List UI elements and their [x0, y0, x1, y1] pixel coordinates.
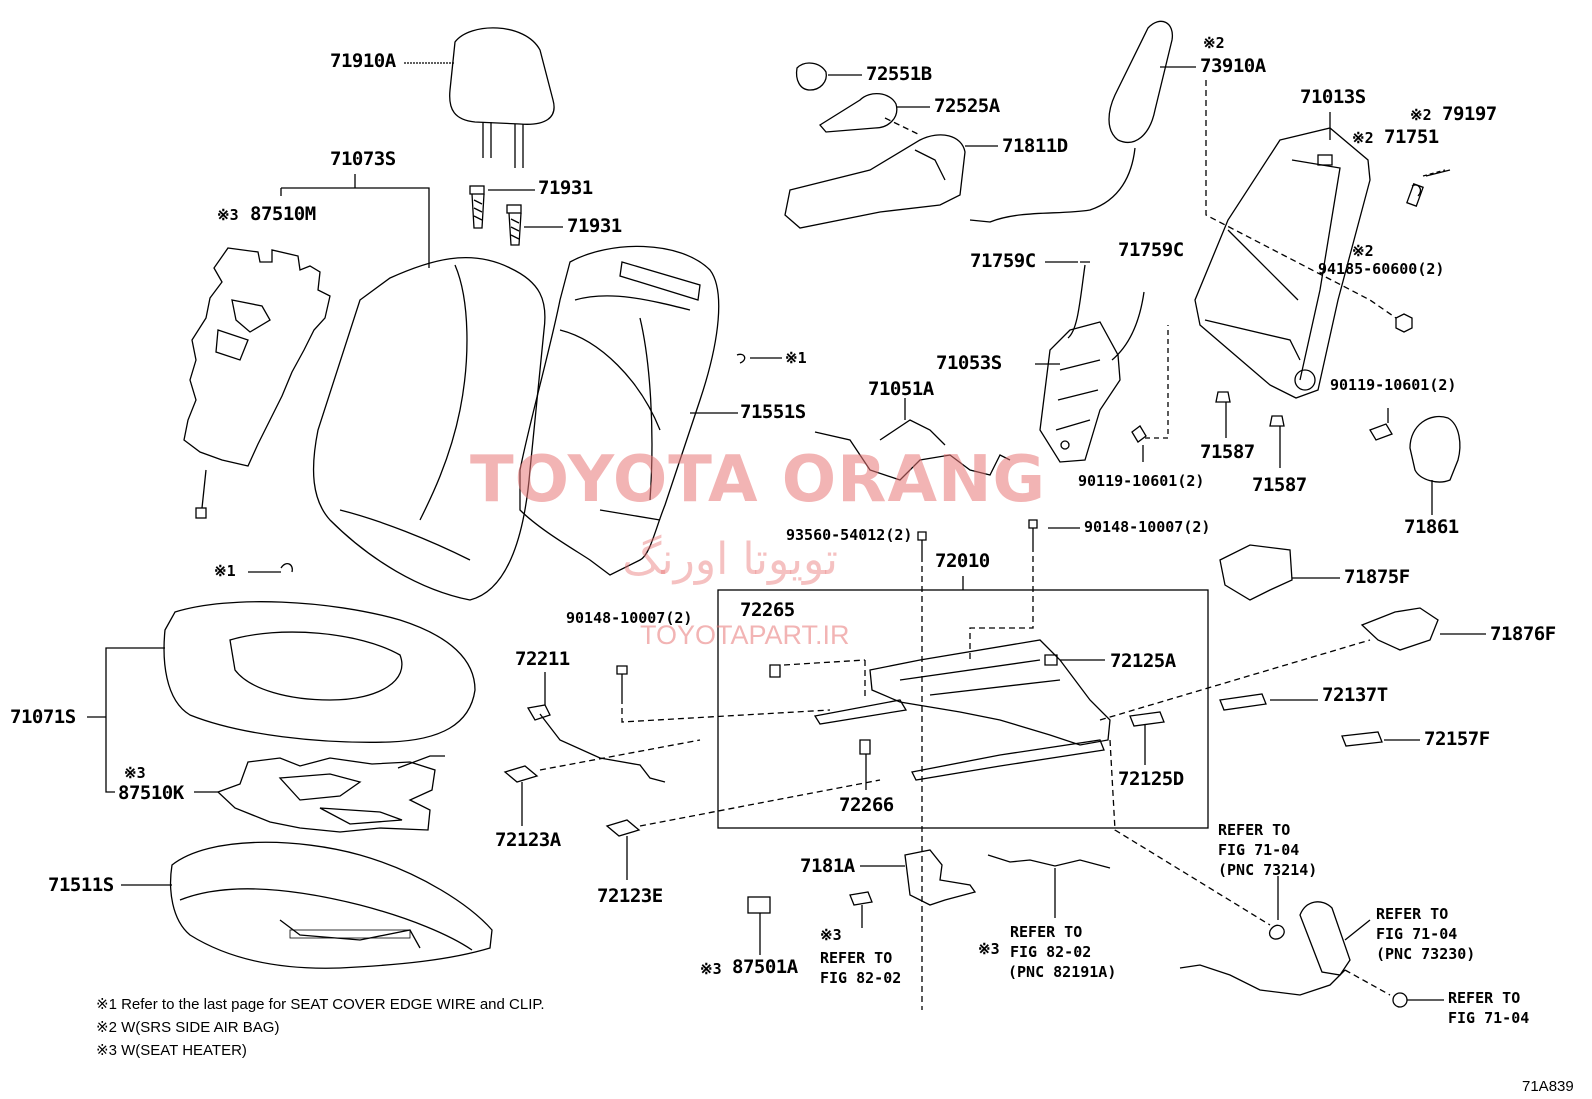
- cushion-heater-drawing: [216, 755, 445, 833]
- part-label-72211: 72211: [515, 648, 570, 670]
- part-label-71910A: 71910A: [330, 50, 396, 72]
- part-label-71073S: 71073S: [330, 148, 396, 170]
- part-label-90119-mid: 90119-10601(2): [1078, 472, 1205, 490]
- recliner-cover-drawing: [784, 62, 966, 229]
- footnote-2: ※2 W(SRS SIDE AIR BAG): [96, 1019, 280, 1036]
- part-label-87510K: 87510K: [118, 782, 184, 804]
- airbag-mark-79197: ※2: [1410, 106, 1432, 124]
- headrest-guide-drawing: [469, 185, 522, 246]
- watermark-persian: تویوتا اورنگ: [622, 534, 838, 585]
- watermark-logo: TOYOTA ORANG: [470, 443, 1047, 517]
- part-label-90119-right: 90119-10601(2): [1330, 376, 1457, 394]
- part-label-73910A: 73910A: [1200, 55, 1266, 77]
- heater-mark-87510K: ※3: [124, 764, 146, 782]
- part-label-72266: 72266: [839, 794, 894, 816]
- heater-mark-87501A: ※3: [700, 960, 722, 978]
- buckle-drawing: [1179, 901, 1351, 996]
- bolt-drawing: [616, 519, 1038, 698]
- footnote-1: ※1 Refer to the last page for SEAT COVER…: [96, 996, 545, 1013]
- part-label-72010: 72010: [935, 550, 990, 572]
- part-label-7181A: 7181A: [800, 855, 855, 877]
- heater-mark-87510M: ※3: [217, 206, 239, 224]
- part-label-93560: 93560-54012(2): [786, 526, 913, 544]
- seatback-frame-drawing: [1194, 127, 1371, 399]
- watermark-url: TOYOTAPART.IR: [640, 620, 850, 650]
- part-label-71051A: 71051A: [868, 378, 934, 400]
- headrest-drawing: [449, 27, 555, 168]
- part-label-71931-a: 71931: [538, 177, 593, 199]
- refer-mark-82191A: ※3: [978, 940, 1000, 958]
- cushion-cover-drawing: [169, 841, 493, 969]
- part-label-72265: 72265: [740, 599, 795, 621]
- heater-harness-drawing: [987, 854, 1111, 869]
- part-label-71811D: 71811D: [1002, 135, 1068, 157]
- part-label-71013S: 71013S: [1300, 86, 1366, 108]
- switch-bracket-drawing: [849, 849, 977, 906]
- part-label-71875F: 71875F: [1344, 566, 1410, 588]
- seat-trim-parts-drawing: [1219, 544, 1439, 747]
- airbag-mark-94185: ※2: [1352, 242, 1374, 260]
- part-label-90148-right: 90148-10007(2): [1084, 518, 1211, 536]
- clip-mark-2: ※1: [214, 562, 236, 580]
- lumbar-support-drawing: [1039, 261, 1145, 463]
- part-label-72123A: 72123A: [495, 829, 561, 851]
- part-label-72551B: 72551B: [866, 63, 932, 85]
- airbag-mark-73910A: ※2: [1203, 34, 1225, 52]
- adjust-rod-drawing: [526, 704, 666, 783]
- side-airbag-drawing: [969, 20, 1173, 223]
- seatback-heater-drawing: [183, 247, 331, 519]
- part-label-71587-a: 71587: [1200, 441, 1255, 463]
- part-label-71587-b: 71587: [1252, 474, 1307, 496]
- clip-mark-1: ※1: [785, 349, 807, 367]
- part-label-79197: 79197: [1442, 103, 1497, 125]
- part-label-72525A: 72525A: [934, 95, 1000, 117]
- part-label-71551S: 71551S: [740, 401, 806, 423]
- part-label-71876F: 71876F: [1490, 623, 1556, 645]
- part-label-87501A: 87501A: [732, 956, 798, 978]
- part-label-72157F: 72157F: [1424, 728, 1490, 750]
- part-label-90148-left: 90148-10007(2): [566, 609, 693, 627]
- part-label-72137T: 72137T: [1322, 684, 1388, 706]
- part-label-71053S: 71053S: [936, 352, 1002, 374]
- footnote-3: ※3 W(SEAT HEATER): [96, 1042, 247, 1059]
- part-label-72125A: 72125A: [1110, 650, 1176, 672]
- airbag-mark-71751: ※2: [1352, 129, 1374, 147]
- part-label-71751: 71751: [1384, 126, 1439, 148]
- seatback-cover-drawing: [519, 245, 720, 576]
- part-label-71511S: 71511S: [48, 874, 114, 896]
- part-label-71759C-right: 71759C: [1118, 239, 1184, 261]
- part-label-71071S: 71071S: [10, 706, 76, 728]
- cushion-pad-drawing: [163, 601, 476, 743]
- refer-mark-82-02: ※3: [820, 926, 842, 944]
- part-label-71759C-left: 71759C: [970, 250, 1036, 272]
- seat-harness-drawing: [814, 419, 1011, 481]
- part-label-71861: 71861: [1404, 516, 1459, 538]
- figure-code: 71A839: [1522, 1078, 1574, 1095]
- part-label-72123E: 72123E: [597, 885, 663, 907]
- part-label-71931-b: 71931: [567, 215, 622, 237]
- part-label-87510M: 87510M: [250, 203, 316, 225]
- seat-adjuster-drawing: [813, 639, 1111, 781]
- part-label-72125D: 72125D: [1118, 768, 1184, 790]
- heater-connector-drawing: [747, 896, 771, 914]
- seatback-pad-drawing: [312, 257, 546, 601]
- part-label-94185: 94185-60600(2): [1318, 260, 1445, 278]
- side-cover-drawing: [1409, 416, 1461, 483]
